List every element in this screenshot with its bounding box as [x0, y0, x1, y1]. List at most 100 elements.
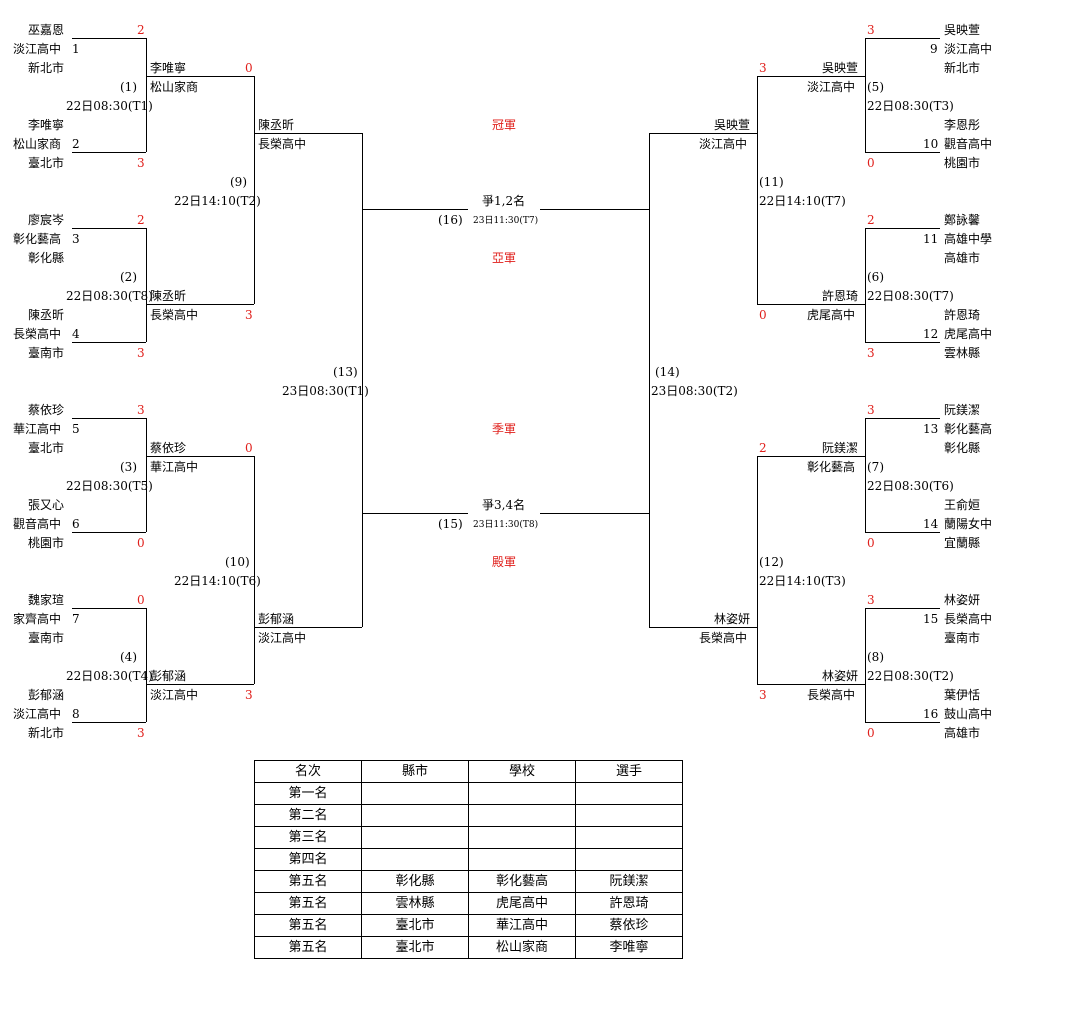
- player-school: 淡江高中: [944, 42, 993, 56]
- player-city: 彰化縣: [944, 441, 981, 455]
- r2-name: 許恩琦: [822, 289, 859, 303]
- city-cell: 臺北市: [361, 936, 469, 959]
- player-school: 虎尾高中: [944, 327, 993, 341]
- match-number: (11): [759, 175, 784, 189]
- table-row: 第五名 臺北市 華江高中 蔡依珍: [254, 914, 683, 937]
- player-seed: 11: [923, 232, 939, 246]
- match-time: 22日08:30(T7): [867, 289, 954, 303]
- rank-cell: 第五名: [254, 870, 362, 893]
- city-cell: [361, 826, 469, 849]
- player-school: 鼓山高中: [944, 707, 993, 721]
- player-seed: 9: [930, 42, 938, 56]
- player-name: 阮鎂潔: [944, 403, 981, 417]
- header-city: 縣市: [361, 760, 469, 783]
- r2-school: 虎尾高中: [807, 308, 856, 322]
- header-school: 學校: [468, 760, 576, 783]
- player-cell: [575, 804, 683, 827]
- player-cell: [575, 848, 683, 871]
- player-name: 彭郁涵: [28, 688, 65, 702]
- champion-label: 冠軍: [492, 118, 517, 132]
- player-name: 張又心: [28, 498, 65, 512]
- player-seed: 12: [923, 327, 939, 341]
- match-number: (7): [867, 460, 884, 474]
- r3-name: 彭郁涵: [258, 612, 295, 626]
- match-time: 22日08:30(T1): [66, 99, 153, 113]
- match-time: 22日14:10(T2): [174, 194, 261, 208]
- r2-school: 長榮高中: [807, 688, 856, 702]
- player-city: 臺南市: [28, 631, 65, 645]
- player-seed: 7: [72, 612, 80, 626]
- r2-school: 華江高中: [150, 460, 199, 474]
- fourth-label: 殿軍: [492, 555, 517, 569]
- rank-cell: 第二名: [254, 804, 362, 827]
- rank-cell: 第四名: [254, 848, 362, 871]
- player-city: 宜蘭縣: [944, 536, 981, 550]
- player-seed: 6: [72, 517, 80, 531]
- player-seed: 15: [923, 612, 939, 626]
- city-cell: [361, 848, 469, 871]
- player-score: 3: [137, 726, 145, 740]
- third-label: 季軍: [492, 422, 517, 436]
- player-name: 蔡依珍: [28, 403, 65, 417]
- player-school: 華江高中: [13, 422, 62, 436]
- third-place-title: 爭3,4名: [482, 498, 526, 512]
- r2-name: 陳丞昕: [150, 289, 187, 303]
- match-number: (8): [867, 650, 884, 664]
- match-time: 22日08:30(T6): [867, 479, 954, 493]
- r2-school: 淡江高中: [150, 688, 199, 702]
- player-score: 0: [867, 156, 875, 170]
- rank-cell: 第五名: [254, 914, 362, 937]
- player-cell: [575, 826, 683, 849]
- city-cell: 臺北市: [361, 914, 469, 937]
- r2-name: 吳映萱: [822, 61, 859, 75]
- player-score: 3: [867, 23, 875, 37]
- results-header-row: 名次 縣市 學校 選手: [254, 760, 683, 783]
- r3-name: 林姿妍: [714, 612, 751, 626]
- player-city: 臺南市: [944, 631, 981, 645]
- match-number: (6): [867, 270, 884, 284]
- player-seed: 2: [72, 137, 80, 151]
- r2-score: 2: [759, 441, 767, 455]
- city-cell: 雲林縣: [361, 892, 469, 915]
- player-city: 臺北市: [28, 441, 65, 455]
- r2-name: 阮鎂潔: [822, 441, 859, 455]
- player-school: 松山家商: [13, 137, 62, 151]
- player-seed: 3: [72, 232, 80, 246]
- player-city: 新北市: [28, 726, 65, 740]
- player-cell: [575, 782, 683, 805]
- runner-up-label: 亞軍: [492, 251, 517, 265]
- player-city: 新北市: [944, 61, 981, 75]
- r2-score: 0: [245, 441, 253, 455]
- player-name: 許恩琦: [944, 308, 981, 322]
- player-city: 新北市: [28, 61, 65, 75]
- player-seed: 5: [72, 422, 80, 436]
- player-school: 淡江高中: [13, 42, 62, 56]
- player-seed: 16: [923, 707, 939, 721]
- school-cell: [468, 826, 576, 849]
- match-number: (2): [120, 270, 137, 284]
- r3-school: 長榮高中: [699, 631, 748, 645]
- player-school: 淡江高中: [13, 707, 62, 721]
- header-rank: 名次: [254, 760, 362, 783]
- player-score: 0: [867, 726, 875, 740]
- player-score: 0: [137, 593, 145, 607]
- r3-name: 陳丞昕: [258, 118, 295, 132]
- player-cell: 李唯寧: [575, 936, 683, 959]
- final-match-time: 23日11:30(T7): [473, 216, 539, 226]
- player-score: 3: [137, 156, 145, 170]
- r3-school: 淡江高中: [258, 631, 307, 645]
- match-number: (14): [655, 365, 680, 379]
- player-seed: 1: [72, 42, 80, 56]
- player-score: 3: [867, 346, 875, 360]
- player-school: 觀音高中: [13, 517, 62, 531]
- school-cell: 松山家商: [468, 936, 576, 959]
- player-city: 彰化縣: [28, 251, 65, 265]
- r2-school: 淡江高中: [807, 80, 856, 94]
- player-school: 長榮高中: [13, 327, 62, 341]
- school-cell: [468, 782, 576, 805]
- school-cell: 華江高中: [468, 914, 576, 937]
- table-row: 第四名: [254, 848, 683, 871]
- match-time: 23日08:30(T2): [651, 384, 738, 398]
- player-city: 高雄市: [944, 251, 981, 265]
- match-time: 22日14:10(T3): [759, 574, 846, 588]
